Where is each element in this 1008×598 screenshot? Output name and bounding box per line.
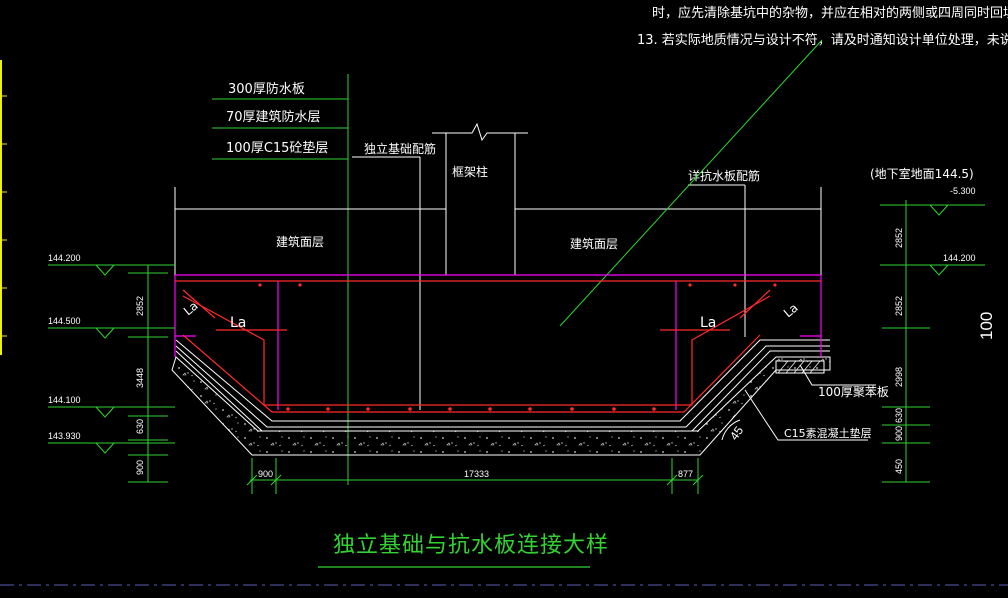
note-line-2: 13. 若实际地质情况与设计不符，请及时通知设计单位处理，未说明处应严格 <box>637 32 1008 48</box>
layer-callout <box>212 74 349 485</box>
right-dim-5: 900 <box>894 426 904 441</box>
layer-1: 300厚防水板 <box>228 81 305 97</box>
la-label-4: La <box>781 301 801 321</box>
cushion-layer <box>171 356 831 456</box>
side-number: 100 <box>977 312 996 340</box>
floor-label-right: 建筑面层 <box>570 236 618 251</box>
left-elev-4: 143.930 <box>48 431 81 441</box>
left-dim-4: 900 <box>135 460 145 475</box>
bottom-dim-2: 17333 <box>464 469 489 479</box>
frame-column <box>432 122 528 275</box>
rebar-lines <box>175 280 821 413</box>
bottom-dim-1: 900 <box>258 469 273 479</box>
right-dim-2: 2852 <box>894 296 904 316</box>
layer-3: 100厚C15砼垫层 <box>226 140 328 156</box>
pit-outline <box>174 275 822 410</box>
right-elev-1: -5.300 <box>950 186 976 196</box>
note-leader <box>559 39 823 327</box>
left-elevation-lines <box>48 264 175 483</box>
la-label-3: La <box>700 315 716 331</box>
la-label-2: La <box>230 315 246 331</box>
right-callout-leaders <box>721 364 876 441</box>
c15-cushion-label: C15素混凝土垫层 <box>784 426 872 440</box>
rebar-dots <box>258 283 777 411</box>
left-dim-1: 2852 <box>135 296 145 316</box>
la-label-1: La <box>181 299 201 319</box>
right-dim-3: 2998 <box>894 367 904 387</box>
bottom-dim-3: 877 <box>678 469 693 479</box>
left-dim-3: 630 <box>135 419 145 434</box>
yellow-ticks <box>0 95 7 337</box>
bottom-dimension <box>246 458 704 494</box>
foundation-rebar-label: 独立基础配筋 <box>364 141 436 156</box>
left-elev-3: 144.100 <box>48 395 81 405</box>
left-dim-2: 3448 <box>135 368 145 388</box>
left-elev-1: 144.200 <box>48 253 81 263</box>
layer-2: 70厚建筑防水层 <box>226 109 321 125</box>
waterproof-lines <box>175 339 830 432</box>
polystyrene-label: 100厚聚苯板 <box>818 385 889 399</box>
frame-column-label: 框架柱 <box>452 164 488 179</box>
right-elev-2: 144.200 <box>943 253 976 263</box>
left-elev-2: 144.500 <box>48 316 81 326</box>
note-line-1: 时，应先清除基坑中的杂物，并应在相对的两侧或四周同时回填并分层夯实 <box>652 5 1008 21</box>
slab-outline <box>174 156 822 410</box>
basement-floor-label: (地下室地面144.5) <box>870 166 974 181</box>
floor-label-left: 建筑面层 <box>276 234 324 249</box>
right-elevation-lines <box>880 200 985 483</box>
slab-rebar-label: 详抗水板配筋 <box>688 168 760 183</box>
polystyrene-board <box>775 360 825 374</box>
drawing-title: 独立基础与抗水板连接大样 <box>333 533 609 558</box>
right-dim-6: 450 <box>894 459 904 474</box>
right-dim-4: 630 <box>894 408 904 423</box>
right-dim-1: 2852 <box>894 228 904 248</box>
